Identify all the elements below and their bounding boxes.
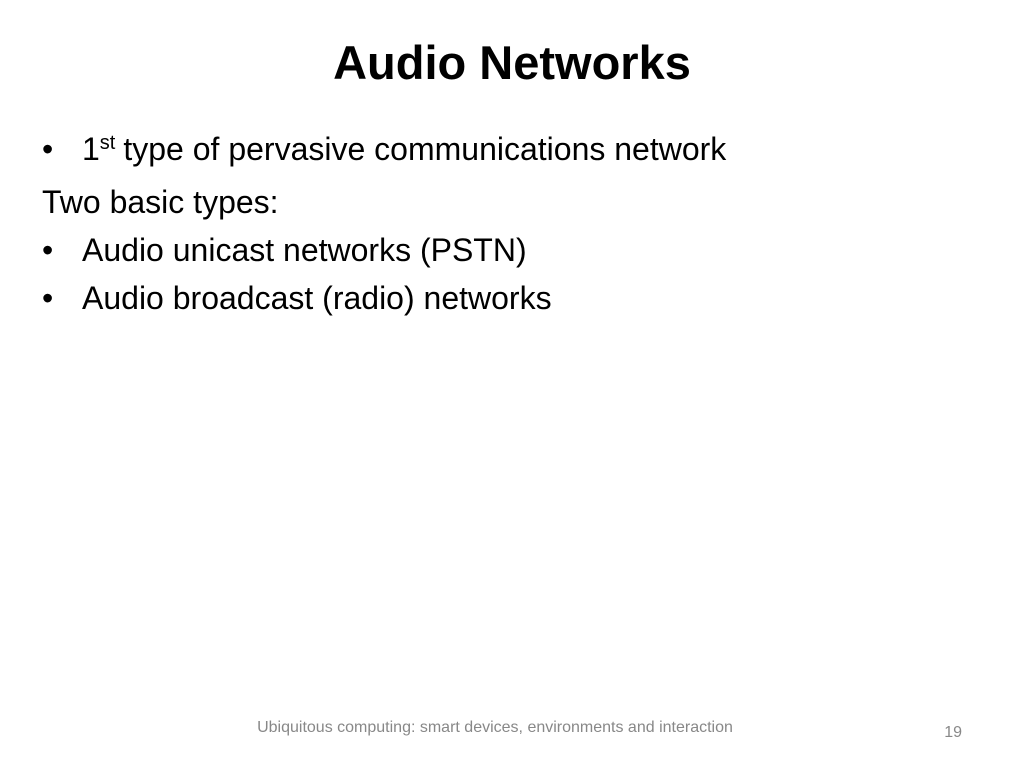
bullet-item: • Audio broadcast (radio) networks: [42, 274, 982, 322]
bullet-item: • Audio unicast networks (PSTN): [42, 226, 982, 274]
bullet-text: 1st type of pervasive communications netw…: [82, 125, 726, 178]
body-line: Two basic types:: [42, 178, 982, 226]
bullet-icon: •: [42, 280, 54, 316]
page-number: 19: [944, 724, 962, 741]
bullet-item: • 1st type of pervasive communications ne…: [42, 125, 982, 178]
slide-title: Audio Networks: [333, 36, 691, 89]
ordinal-suffix: st: [99, 132, 116, 154]
bullet-label: Audio broadcast (radio) networks: [82, 280, 552, 316]
bullet-label: type of pervasive communications network: [123, 131, 727, 167]
slide-body: • 1st type of pervasive communications ne…: [42, 125, 982, 322]
ordinal-number: 1: [82, 131, 100, 167]
plain-text: Two basic types:: [42, 184, 279, 220]
slide-footer: Ubiquitous computing: smart devices, env…: [257, 719, 733, 736]
bullet-icon: •: [42, 232, 54, 268]
bullet-icon: •: [42, 131, 54, 167]
bullet-label: Audio unicast networks (PSTN): [82, 232, 527, 268]
